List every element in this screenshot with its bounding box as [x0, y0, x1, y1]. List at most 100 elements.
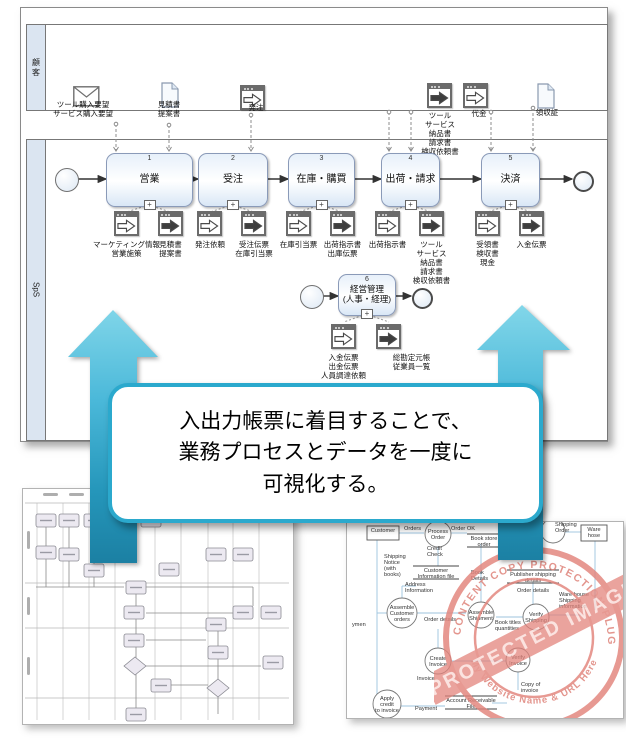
task-output-label: 出荷指示書 出庫伝票 [323, 240, 362, 258]
task-number: 2 [231, 155, 235, 162]
dfd-label: Payment [415, 706, 438, 712]
dfd-label: Order details [424, 617, 456, 623]
task-number: 1 [147, 155, 152, 162]
task-number: 6 [365, 276, 369, 283]
artifact-label: ツール サービス 納品書 請求書 検収依頼書 [421, 111, 459, 156]
dfd-process-circle [386, 597, 418, 629]
customer-pool: 顧客 [26, 24, 608, 111]
window-titlebar [333, 326, 354, 330]
flowchart-diamond [206, 678, 230, 698]
dfd-label: ymen [352, 622, 366, 628]
outline-arrow-icon [243, 93, 262, 107]
window-titlebar [476, 213, 498, 217]
outline-arrow-icon [466, 91, 485, 105]
filled-arrow-icon [244, 219, 263, 233]
task-number: 3 [319, 155, 324, 162]
output-document-icon [418, 211, 444, 236]
callout-line-2: 業務プロセスとデータを一度に [178, 441, 473, 465]
input-document-icon [285, 211, 311, 236]
input-document-icon [331, 324, 356, 349]
flowchart-diamond [123, 656, 147, 676]
input-document-icon [474, 211, 500, 236]
input-document-icon [463, 83, 488, 108]
task-name: 営業 [139, 174, 160, 186]
subprocess-marker-icon: + [143, 200, 156, 210]
task-input-label: 入金伝票 出金伝票 人員調達依頼 [321, 353, 366, 380]
subprocess-marker-icon: + [404, 200, 417, 210]
output-document-icon [427, 83, 452, 108]
artifact-label: 発注 [248, 103, 264, 112]
window-titlebar [520, 213, 542, 217]
customer-lane-header: 顧客 [27, 25, 46, 110]
window-titlebar [429, 85, 450, 89]
flowchart-thumbnail [22, 488, 294, 725]
window-titlebar [243, 213, 264, 217]
callout-line-1: 入出力帳票に着目することで、 [179, 409, 472, 433]
task-output-label: 総勘定元帳 従業員一覧 [392, 353, 431, 371]
company-lane-label: SpS [31, 282, 41, 298]
dfd-label: Invoice [417, 676, 435, 682]
outline-arrow-icon [200, 219, 219, 233]
window-titlebar [199, 213, 220, 217]
outline-arrow-icon [477, 219, 497, 233]
artifact-label: 領収証 [535, 108, 559, 117]
dfd-process-circle [372, 689, 402, 718]
input-document-icon [197, 211, 222, 236]
document-icon [537, 83, 555, 109]
document-icon [161, 82, 179, 108]
task-input-label: 出荷指示書 [368, 240, 407, 249]
task-name: 在庫・購買 [296, 174, 347, 186]
task-input-label: 発注依頼 [195, 240, 225, 249]
outline-arrow-icon [116, 219, 136, 233]
flowchart-drawing [25, 493, 289, 722]
task-name: 経営管理 (人事・経理) [342, 284, 392, 304]
bpmn-connector-layer [77, 105, 574, 323]
filled-arrow-icon [421, 219, 441, 233]
dfd-process-circle [467, 601, 495, 629]
stamp-inner-ring [473, 577, 595, 699]
dfd-box [580, 524, 608, 542]
dfd-label: Order details [517, 588, 549, 594]
dfd-label: Order OK [451, 526, 475, 532]
window-titlebar [420, 213, 442, 217]
protected-stamp: WP CONTENT COPY PROTECTION PLUGIN My Web… [434, 538, 623, 718]
callout-box: 入出力帳票に着目することで、 業務プロセスとデータを一度に 可視化する。 [108, 383, 543, 523]
task-input-label: マーケティング情報 営業施策 [93, 240, 160, 258]
window-titlebar [242, 87, 263, 91]
output-document-icon [329, 211, 355, 236]
dfd-box [366, 525, 400, 541]
filled-arrow-icon [521, 219, 541, 233]
window-titlebar [376, 213, 398, 217]
subprocess-marker-icon: + [227, 200, 239, 210]
task-output-label: 入金伝票 [516, 240, 547, 249]
task-box: 3 在庫・購買 + [288, 153, 355, 210]
end-event-icon [572, 170, 594, 192]
dfd-label: Orders [404, 526, 421, 532]
subprocess-marker-icon: + [315, 200, 328, 210]
output-document-icon [157, 211, 183, 236]
start-event-icon [55, 168, 79, 192]
start-event-icon [300, 285, 324, 309]
filled-arrow-icon [430, 91, 449, 105]
subprocess-marker-icon: + [361, 309, 373, 319]
task-number: 4 [408, 155, 413, 162]
task-number: 5 [508, 155, 513, 162]
callout-line-3: 可視化する。 [262, 472, 389, 496]
window-titlebar [465, 85, 486, 89]
